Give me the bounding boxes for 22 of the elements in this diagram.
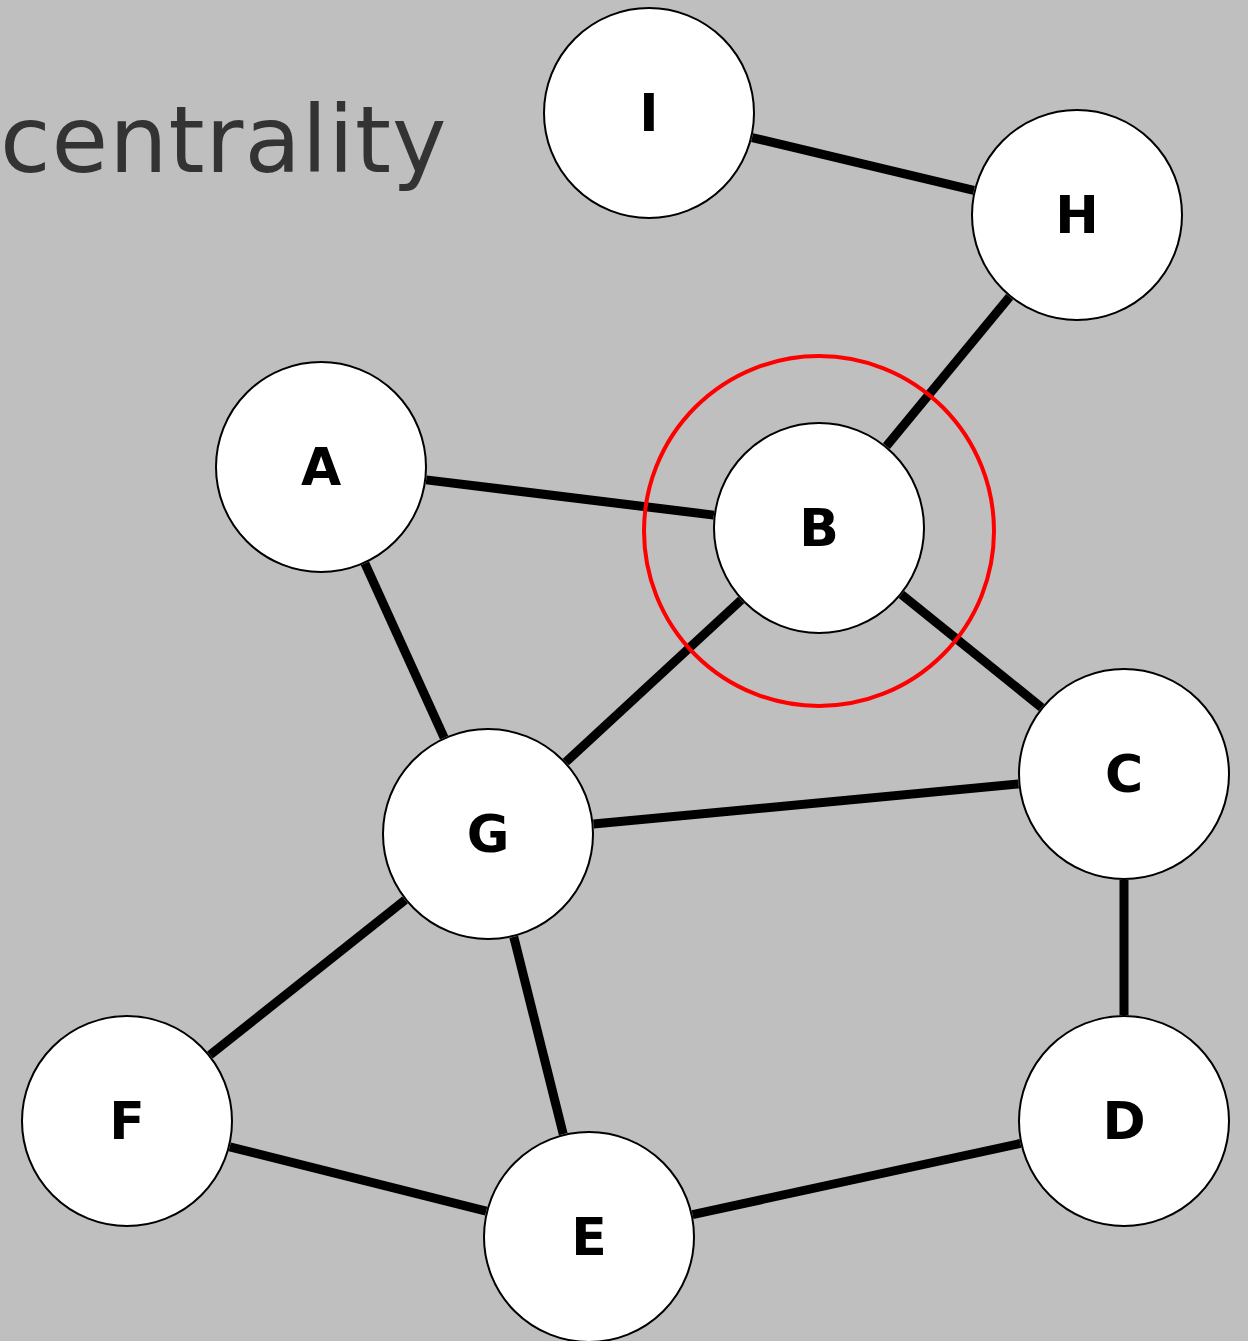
graph-node: F bbox=[21, 1015, 233, 1227]
connector-line bbox=[228, 1142, 488, 1216]
graph-node: B bbox=[713, 422, 925, 634]
graph-node: C bbox=[1018, 668, 1230, 880]
graph-node: H bbox=[971, 109, 1183, 321]
connector-line bbox=[898, 591, 1045, 711]
connector-line bbox=[509, 935, 568, 1136]
graph-node: D bbox=[1018, 1015, 1230, 1227]
connector-line bbox=[751, 133, 975, 195]
graph-node: G bbox=[382, 728, 594, 940]
connector-line bbox=[562, 596, 745, 766]
connector-line bbox=[691, 1139, 1022, 1219]
connector-line bbox=[360, 561, 449, 740]
connector-line bbox=[593, 779, 1019, 829]
connector-line bbox=[882, 293, 1014, 450]
connector-line bbox=[425, 475, 715, 520]
connector-line bbox=[1119, 880, 1129, 1015]
graph-node: I bbox=[543, 7, 755, 219]
graph-node: E bbox=[483, 1131, 695, 1341]
connector-line bbox=[207, 896, 408, 1059]
highlight-ring bbox=[642, 354, 996, 708]
graph-node: A bbox=[215, 361, 427, 573]
